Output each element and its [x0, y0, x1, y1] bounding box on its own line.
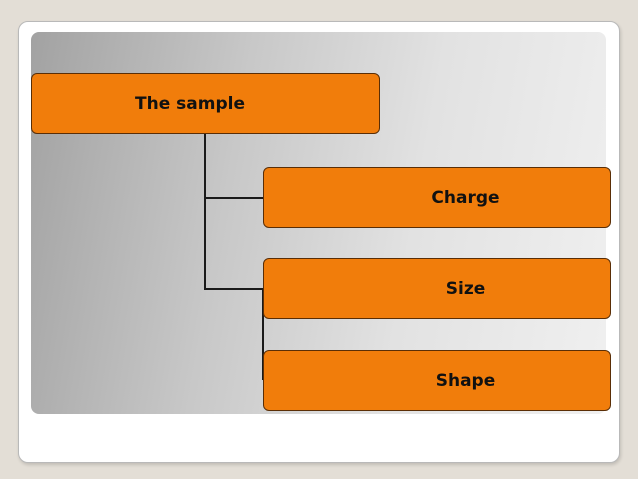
- child-node-size: Size: [263, 258, 611, 319]
- root-node: The sample: [31, 73, 380, 134]
- child-node-charge: Charge: [263, 167, 611, 228]
- child-node-shape: Shape: [263, 350, 611, 411]
- child-node-label: Shape: [435, 370, 496, 391]
- root-node-label: The sample: [135, 93, 245, 114]
- child-node-label: Charge: [431, 187, 500, 208]
- child-node-label: Size: [445, 278, 486, 299]
